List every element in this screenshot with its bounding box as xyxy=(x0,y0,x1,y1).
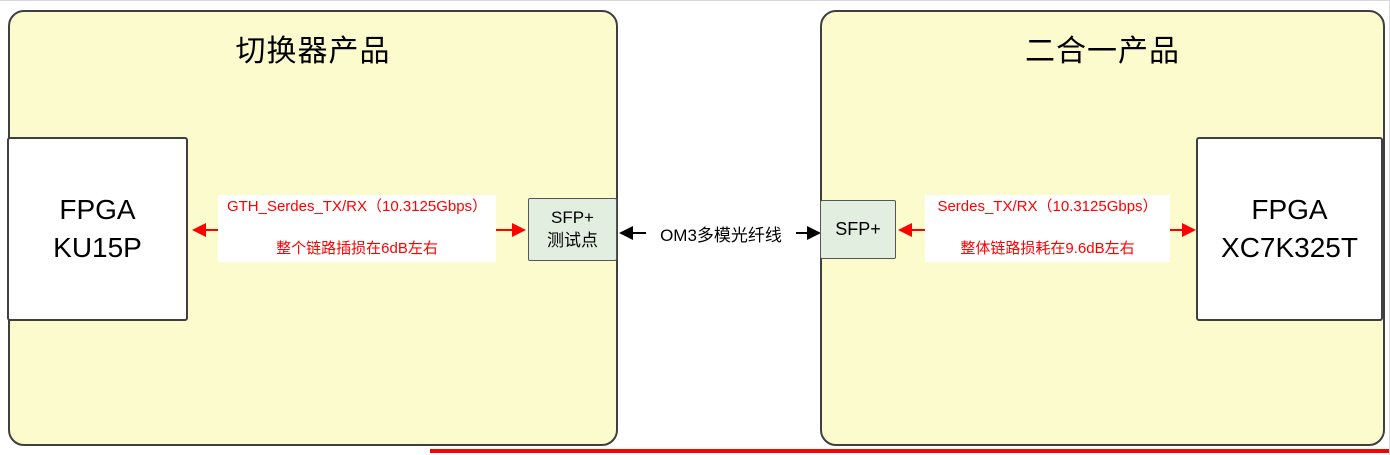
fpga-xc7k325t-box: FPGA XC7K325T xyxy=(1196,137,1383,321)
arrow-head-right-icon xyxy=(807,226,821,240)
arrow-head-right-icon xyxy=(1182,223,1196,237)
sfp-testpoint-box: SFP+ 测试点 xyxy=(528,198,617,261)
serdes-link-labels: Serdes_TX/RX（10.3125Gbps） 整体链路损耗在9.6dB左右 xyxy=(925,195,1170,262)
fpga-ku15p-label-line1: FPGA xyxy=(59,194,136,226)
sfp-testpoint-label-line1: SFP+ xyxy=(551,207,594,227)
two-in-one-panel-title: 二合一产品 xyxy=(1025,35,1180,68)
sfp-testpoint-label-line2: 测试点 xyxy=(547,230,598,250)
right-link-loss-label: 整体链路损耗在9.6dB左右 xyxy=(960,240,1135,257)
left-link-loss-label: 整个链路插损在6dB左右 xyxy=(276,240,438,257)
sfp-plus-box: SFP+ xyxy=(820,200,896,259)
fpga-xc7k325t-label-line2: XC7K325T xyxy=(1221,232,1358,263)
gth-serdes-rate-label: GTH_Serdes_TX/RX（10.3125Gbps） xyxy=(226,198,488,215)
bottom-red-underline xyxy=(430,449,1389,453)
fpga-xc7k325t-label-line1: FPGA xyxy=(1251,194,1328,226)
serdes-rate-label: Serdes_TX/RX（10.3125Gbps） xyxy=(937,198,1158,215)
sfp-plus-label: SFP+ xyxy=(835,219,881,240)
fpga-ku15p-box: FPGA KU15P xyxy=(7,137,188,321)
arrow-head-right-icon xyxy=(512,223,526,237)
fpga-ku15p-label-line2: KU15P xyxy=(53,232,142,263)
switcher-panel-title: 切换器产品 xyxy=(235,35,391,68)
om3-fiber-label: OM3多模光纤线 xyxy=(646,220,796,246)
gth-serdes-link-labels: GTH_Serdes_TX/RX（10.3125Gbps） 整个链路插损在6dB… xyxy=(218,195,496,262)
